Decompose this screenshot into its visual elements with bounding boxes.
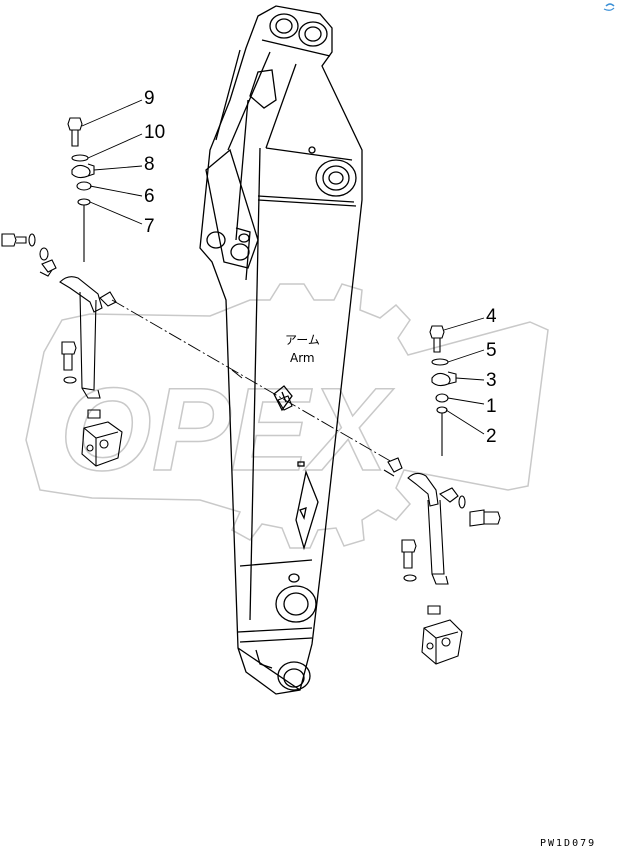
figure-code: PW1D079 <box>540 838 596 849</box>
bolt-part <box>67 117 83 147</box>
leader-lines <box>81 99 485 435</box>
ring-part <box>77 198 91 206</box>
watermark-text: OPEX <box>60 364 394 496</box>
callout-number: 8 <box>144 154 155 175</box>
ring-part <box>76 181 92 191</box>
logo-mark <box>603 3 615 11</box>
callout-number: 5 <box>486 340 497 361</box>
callout-number: 7 <box>144 216 155 237</box>
watermark-gear <box>25 283 549 549</box>
callout-number: 6 <box>144 186 155 207</box>
grease-block-right <box>421 605 463 665</box>
callout-number: 1 <box>486 396 497 417</box>
washer-part <box>71 154 89 162</box>
callout-number: 4 <box>486 306 497 327</box>
right-grease-line-assembly <box>277 325 501 665</box>
routing-centerline <box>111 299 393 463</box>
callout-number: 3 <box>486 370 497 391</box>
clamp-part <box>71 163 95 179</box>
callout-number: 2 <box>486 426 497 447</box>
arm-label-japanese: アーム <box>285 333 320 347</box>
callout-number: 10 <box>144 122 165 143</box>
watermark: OPEX <box>25 283 549 549</box>
left-grease-line-assembly <box>1 117 123 467</box>
grease-block-left <box>81 409 123 467</box>
arm-label-english: Arm <box>290 351 315 365</box>
callout-number: 9 <box>144 88 155 109</box>
excavator-arm <box>199 5 363 695</box>
